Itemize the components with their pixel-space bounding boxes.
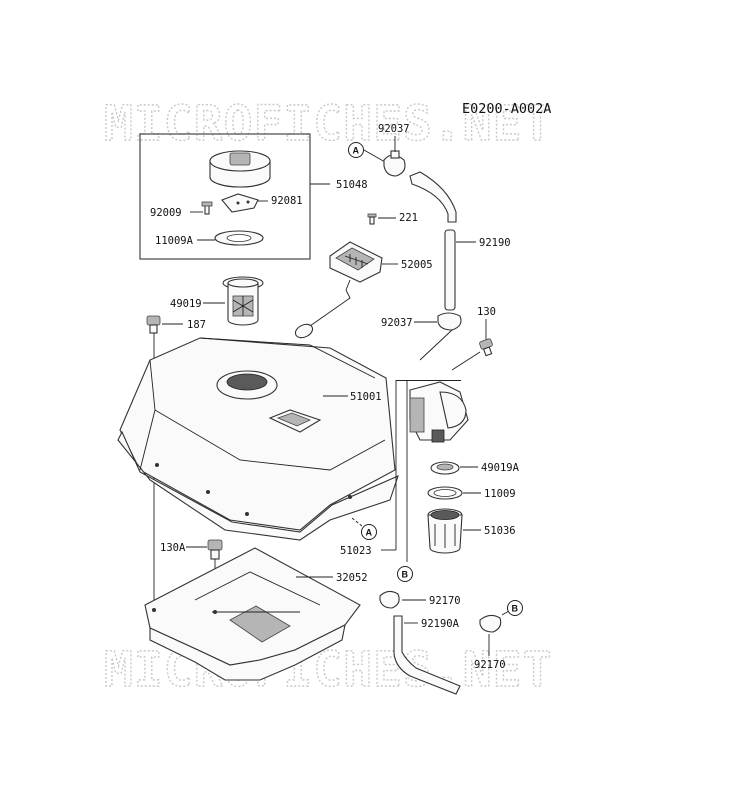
screw-221 [367, 213, 377, 225]
watermark-top: MICROFICHES.NET [104, 96, 552, 152]
hose-clamp-92170-b [479, 614, 502, 633]
part-label-92190A: 92190A [421, 618, 460, 630]
callout-a-top: A [348, 142, 364, 158]
part-label-92170-b: 92170 [474, 659, 506, 671]
sediment-cup-51036 [427, 508, 463, 554]
svg-text:B: B [512, 604, 519, 614]
svg-text:B: B [402, 570, 409, 580]
cap-kit-box [139, 133, 311, 260]
cap-screw [201, 201, 213, 215]
part-label-51048: 51048 [336, 179, 368, 191]
fuel-cap [209, 150, 271, 188]
part-label-92170-a: 92170 [429, 595, 461, 607]
part-label-51023: 51023 [340, 545, 372, 557]
part-label-51001: 51001 [350, 391, 382, 403]
bolt-130A [207, 539, 223, 560]
part-label-221: 221 [399, 212, 418, 224]
callout-a-tank: A [361, 524, 377, 540]
part-label-187: 187 [187, 319, 206, 331]
part-label-51036: 51036 [484, 525, 516, 537]
fuel-hose-92190 [444, 229, 456, 311]
hose-clamp-92170-a [379, 590, 400, 609]
filter-49019A [430, 461, 460, 475]
part-label-49019: 49019 [170, 298, 202, 310]
callout-b-cock: B [397, 566, 413, 582]
part-label-92037-top: 92037 [378, 123, 410, 135]
part-label-92037-mid: 92037 [381, 317, 413, 329]
hose-clamp-92037-mid [437, 312, 462, 331]
part-label-49019A: 49019A [481, 462, 520, 474]
part-label-52005: 52005 [401, 259, 433, 271]
part-label-92081: 92081 [271, 195, 303, 207]
part-label-130: 130 [477, 306, 496, 318]
part-label-130A: 130A [160, 542, 186, 554]
part-label-11009A: 11009A [155, 235, 194, 247]
fuel-cock-bracket-outline [396, 380, 461, 381]
fuel-gauge-52005 [294, 241, 383, 339]
cap-gasket [214, 230, 264, 246]
svg-text:A: A [366, 528, 373, 538]
fuel-strainer-49019 [222, 276, 264, 326]
fuel-hose-92190A [393, 615, 461, 695]
hose-clamp-92037-top [383, 150, 406, 177]
svg-text:A: A [353, 146, 360, 156]
part-label-11009: 11009 [484, 488, 516, 500]
fuel-hose-upper [409, 171, 457, 223]
cap-plate [221, 193, 259, 213]
part-label-32052: 32052 [336, 572, 368, 584]
part-label-92009: 92009 [150, 207, 182, 219]
screw-130 [479, 338, 493, 357]
bolt-187 [146, 315, 161, 334]
callout-b-hose: B [507, 600, 523, 616]
part-label-92190: 92190 [479, 237, 511, 249]
fuel-cock-51023 [409, 381, 469, 443]
diagram-code: E0200-A002A [462, 101, 551, 117]
o-ring-11009 [427, 486, 463, 500]
fuel-tank-51001 [117, 337, 399, 541]
